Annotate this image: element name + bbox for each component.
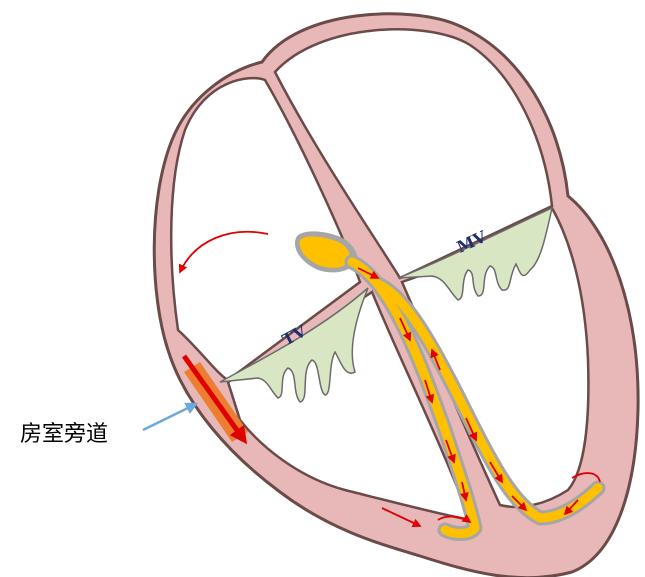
right-atrium-chamber bbox=[169, 76, 362, 382]
arrow-av-node bbox=[357, 267, 380, 279]
accessory-pathway-pointer bbox=[142, 402, 199, 432]
conduction-arrows bbox=[178, 230, 601, 527]
arrow-rv-bottom bbox=[437, 514, 472, 524]
arrow-lbb-apex bbox=[563, 499, 579, 516]
arrow-rbb-2 bbox=[445, 439, 456, 464]
conduction-system bbox=[294, 231, 606, 541]
arrow-lbb-up-1 bbox=[430, 348, 441, 371]
accessory-pathway-arrow bbox=[181, 354, 248, 445]
arrow-rbb-3 bbox=[460, 481, 469, 502]
av-node bbox=[294, 231, 358, 273]
arrow-his-1 bbox=[399, 317, 412, 342]
tricuspid-valve bbox=[219, 287, 369, 403]
arrow-rbb-1 bbox=[424, 379, 435, 404]
arrow-lbb-1 bbox=[465, 417, 478, 442]
accessory-pathway bbox=[181, 354, 248, 445]
left-atrium-chamber bbox=[273, 28, 554, 280]
arrow-lbb-2 bbox=[489, 461, 503, 484]
accessory-pathway-label: 房室旁道 bbox=[20, 422, 108, 447]
arrow-myocardium bbox=[381, 507, 422, 527]
mitral-valve bbox=[397, 206, 554, 301]
arrow-apex-curve bbox=[571, 472, 601, 483]
arrow-lbb-3 bbox=[511, 495, 528, 512]
arrow-atrium-curve bbox=[178, 230, 269, 274]
